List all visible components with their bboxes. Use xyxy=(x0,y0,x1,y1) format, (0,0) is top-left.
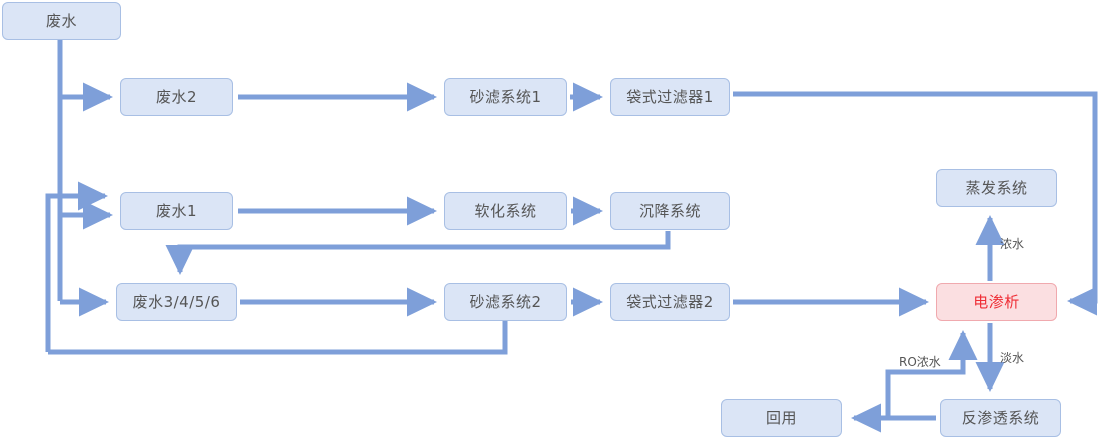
node-evaporation-system-label: 蒸发系统 xyxy=(965,178,1028,197)
node-wastewater-2-label: 废水2 xyxy=(155,87,198,106)
node-settling-system-label: 沉降系统 xyxy=(638,201,701,220)
node-feed[interactable]: 废水 xyxy=(2,2,121,40)
edge-label-concentrate: 浓水 xyxy=(1000,237,1025,251)
node-bag-filter-1-label: 袋式过滤器1 xyxy=(626,87,714,106)
wire-ro-concentrate-to-electrodialysis xyxy=(885,330,978,418)
node-wastewater-2[interactable]: 废水2 xyxy=(120,78,233,116)
node-reverse-osmosis[interactable]: 反渗透系统 xyxy=(940,399,1061,437)
node-reuse-label: 回用 xyxy=(765,408,797,427)
node-wastewater-3456-label: 废水3/4/5/6 xyxy=(132,292,221,311)
node-softening-system-label: 软化系统 xyxy=(474,201,537,220)
node-electrodialysis[interactable]: 电渗析 xyxy=(936,283,1057,321)
node-bag-filter-2-label: 袋式过滤器2 xyxy=(626,292,714,311)
node-sand-filter-1[interactable]: 砂滤系统1 xyxy=(444,78,567,116)
node-bag-filter-2[interactable]: 袋式过滤器2 xyxy=(610,283,730,321)
node-evaporation-system[interactable]: 蒸发系统 xyxy=(936,169,1057,207)
node-settling-system[interactable]: 沉降系统 xyxy=(610,192,730,230)
node-bag-filter-1[interactable]: 袋式过滤器1 xyxy=(610,78,730,116)
node-reverse-osmosis-label: 反渗透系统 xyxy=(961,408,1040,427)
wire-settle-to-ww3456 xyxy=(165,231,671,275)
node-sand-filter-2-label: 砂滤系统2 xyxy=(469,292,542,311)
wire-left-riser xyxy=(45,181,108,352)
edge-label-ro-concentrate: RO浓水 xyxy=(899,355,941,369)
wire-bottom-recycle xyxy=(48,320,508,355)
node-wastewater-1-label: 废水1 xyxy=(155,201,198,220)
node-sand-filter-1-label: 砂滤系统1 xyxy=(469,87,542,106)
node-wastewater-1[interactable]: 废水1 xyxy=(120,192,233,230)
node-wastewater-3456[interactable]: 废水3/4/5/6 xyxy=(116,283,237,321)
edge-label-fresh-water: 淡水 xyxy=(1000,351,1025,365)
node-reuse[interactable]: 回用 xyxy=(721,399,842,437)
node-electrodialysis-label: 电渗析 xyxy=(973,292,1020,311)
wire-bag1-to-electrodialysis xyxy=(733,91,1098,316)
node-sand-filter-2[interactable]: 砂滤系统2 xyxy=(444,283,567,321)
node-feed-label: 废水 xyxy=(45,11,77,30)
node-softening-system[interactable]: 软化系统 xyxy=(444,192,567,230)
